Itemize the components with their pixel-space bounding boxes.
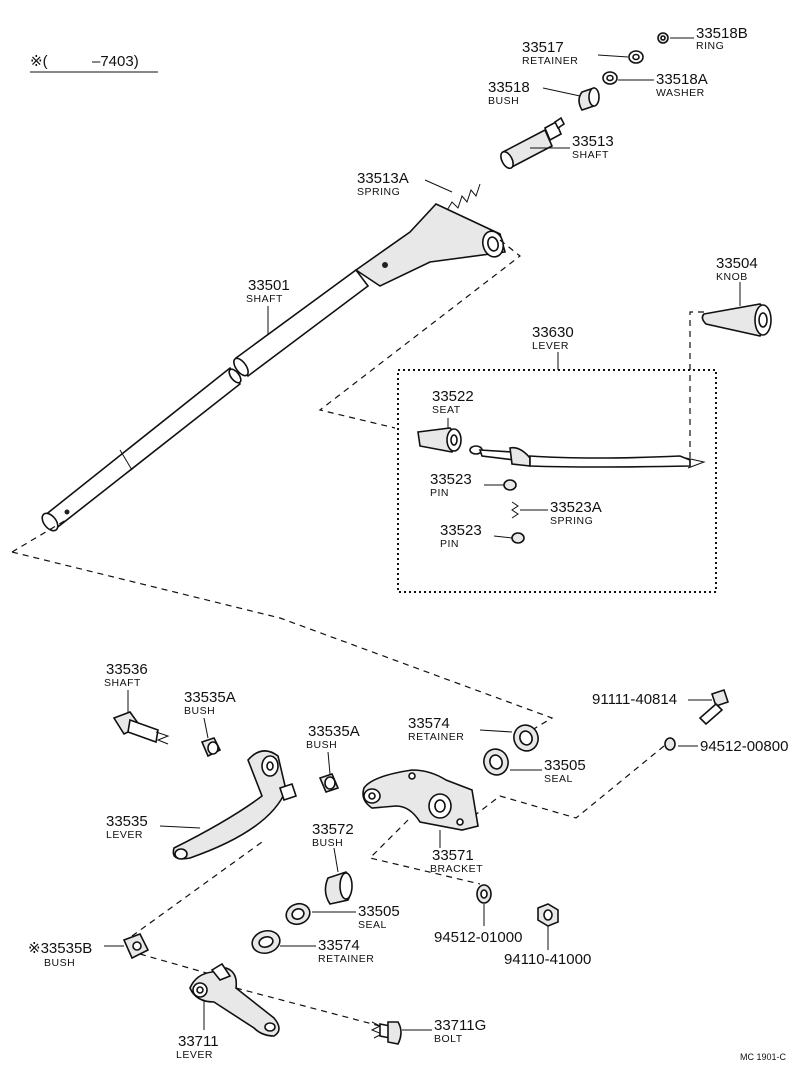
part-number: 33523 <box>440 522 482 539</box>
part-33518b-ring: 33518B RING <box>657 25 748 52</box>
part-33571-bracket: 33571 BRACKET <box>362 769 483 875</box>
diagram-code: MC 1901-C <box>740 1052 787 1062</box>
part-label: PIN <box>430 487 449 499</box>
part-94110-41000-nut: 94110-41000 <box>504 903 591 968</box>
part-33535a-bush-left: 33535A BUSH <box>184 689 236 758</box>
assembly-line-bolt-lower <box>235 987 381 1027</box>
part-number: 33505 <box>358 903 400 920</box>
assembly-line-bolt <box>465 745 665 823</box>
part-number: 33574 <box>318 937 360 954</box>
part-number: 94512-00800 <box>700 738 788 755</box>
part-number: 33513 <box>572 133 614 150</box>
part-label: WASHER <box>656 87 705 99</box>
part-33523-pin-upper: 33523 PIN <box>430 471 517 499</box>
part-33518-bush: 33518 BUSH <box>488 79 600 111</box>
part-label: SPRING <box>357 186 400 198</box>
part-label: LEVER <box>532 340 569 352</box>
part-33523-pin-lower: 33523 PIN <box>440 522 525 550</box>
part-label: LEVER <box>106 829 143 841</box>
part-33505-seal-lower: 33505 SEAL <box>285 902 400 931</box>
assembly-line-knob <box>689 311 704 460</box>
part-33513-shaft: 33513 SHAFT <box>500 116 614 170</box>
part-label: BUSH <box>312 837 343 849</box>
part-91111-40814-bolt: 91111-40814 <box>592 688 730 726</box>
part-33535b-bush: ※33535B BUSH <box>28 932 150 969</box>
part-number: 33505 <box>544 757 586 774</box>
part-label: SHAFT <box>246 293 283 305</box>
part-label: BUSH <box>184 705 215 717</box>
part-number: 33535A <box>308 723 360 740</box>
part-33517-retainer: 33517 RETAINER <box>522 39 644 67</box>
part-number: 33518 <box>488 79 530 96</box>
part-label: BOLT <box>434 1033 463 1045</box>
part-33572-bush: 33572 BUSH <box>312 821 354 905</box>
part-33535-lever: 33535 LEVER <box>106 750 298 860</box>
part-number: 33630 <box>532 324 574 341</box>
assembly-line-upper <box>318 239 521 429</box>
note-header: ※( –7403) <box>30 53 158 73</box>
part-label: BUSH <box>44 957 75 969</box>
part-number: 33518B <box>696 25 748 42</box>
part-number: 33571 <box>432 847 474 864</box>
part-33518a-washer: 33518A WASHER <box>602 71 708 99</box>
part-33630-lever-group: 33630 LEVER <box>397 324 717 593</box>
part-label: BUSH <box>306 739 337 751</box>
part-94512-00800-washer: 94512-00800 <box>664 737 788 755</box>
part-number: 33535 <box>106 813 148 830</box>
part-33574-retainer-lower: 33574 RETAINER <box>251 929 374 965</box>
note-range: –7403) <box>92 53 139 70</box>
part-number: 94110-41000 <box>504 951 591 968</box>
part-label: RETAINER <box>408 731 464 743</box>
part-number: 33711 <box>178 1033 219 1050</box>
part-number: 33504 <box>716 255 758 272</box>
part-number: 33517 <box>522 39 564 56</box>
part-number: 33572 <box>312 821 354 838</box>
part-label: SHAFT <box>104 677 141 689</box>
part-33536-shaft: 33536 SHAFT <box>104 661 170 745</box>
part-label: LEVER <box>176 1049 213 1061</box>
part-label: RING <box>696 40 724 52</box>
assembly-line-bush-lever <box>131 841 263 937</box>
part-33522-seat: 33522 SEAT <box>417 388 474 453</box>
part-number: 33536 <box>106 661 148 678</box>
part-number: 33574 <box>408 715 450 732</box>
part-number: 33501 <box>248 277 290 294</box>
part-number: 33711G <box>434 1017 486 1034</box>
part-label: RETAINER <box>522 55 578 67</box>
part-number: 33523A <box>550 499 602 516</box>
part-number: 94512-01000 <box>434 929 522 946</box>
part-label: SEAT <box>432 404 461 416</box>
part-33505-seal-upper: 33505 SEAL <box>483 748 586 785</box>
part-number: 91111-40814 <box>592 691 677 708</box>
assembly-line-bush-bottom <box>139 953 211 975</box>
assembly-line-lower <box>11 551 554 731</box>
part-lever-rod <box>469 445 706 469</box>
note-marker: ※( <box>30 53 48 70</box>
part-number: 33535A <box>184 689 236 706</box>
part-33711-lever: 33711 LEVER <box>176 962 280 1061</box>
part-33523a-spring: 33523A SPRING <box>511 499 602 527</box>
part-33711g-bolt: 33711G BOLT <box>370 1017 486 1045</box>
part-33535a-bush-right: 33535A BUSH <box>306 723 360 793</box>
part-number: 33518A <box>656 71 708 88</box>
part-33501-shaft: 33501 SHAFT <box>41 203 507 532</box>
part-label: BRACKET <box>430 863 483 875</box>
part-number: 33513A <box>357 170 409 187</box>
part-label: PIN <box>440 538 459 550</box>
part-33504-knob: 33504 KNOB <box>701 255 772 337</box>
part-label: KNOB <box>716 271 748 283</box>
part-94512-01000-washer: 94512-01000 <box>434 884 522 946</box>
part-33574-retainer-upper: 33574 RETAINER <box>408 715 539 752</box>
part-label: SEAL <box>358 919 387 931</box>
part-33513a-spring: 33513A SPRING <box>357 170 481 213</box>
part-label: SPRING <box>550 515 593 527</box>
part-label: SEAL <box>544 773 573 785</box>
part-number: ※33535B <box>28 940 92 957</box>
part-label: SHAFT <box>572 149 609 161</box>
part-number: 33522 <box>432 388 474 405</box>
part-label: RETAINER <box>318 953 374 965</box>
part-label: BUSH <box>488 95 519 107</box>
part-number: 33523 <box>430 471 472 488</box>
